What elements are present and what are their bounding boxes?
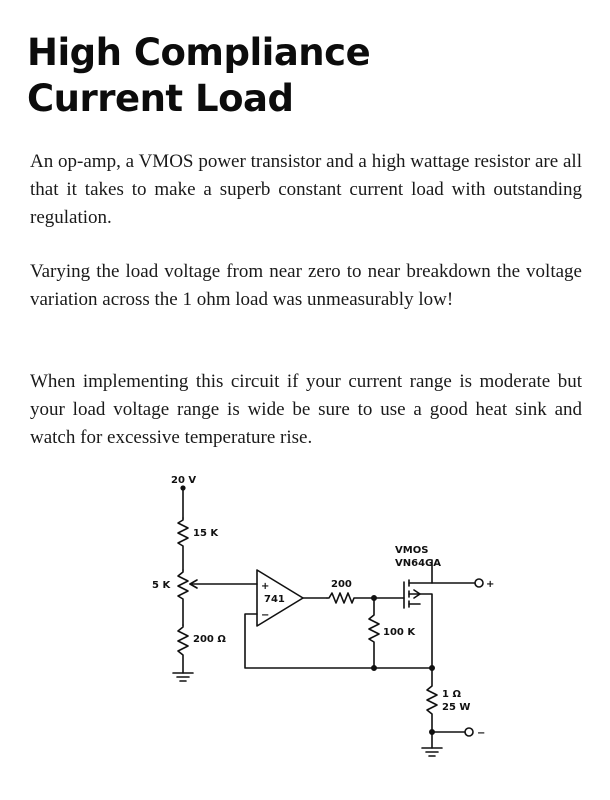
label-supply: 20 V [171,475,196,486]
label-output-plus: + [486,579,494,590]
ground-symbol-1 [172,672,194,682]
label-fet-type: VMOS [395,545,428,556]
label-r-gate: 200 [331,579,352,590]
paragraph-intro: An op-amp, a VMOS power transistor and a… [30,151,582,228]
opamp-741 [256,569,304,627]
title-line-1: High Compliance [27,31,371,74]
page-title: High Compliance Current Load [27,30,371,122]
wiper-arrow [189,579,198,589]
output-plus-terminal [474,578,484,588]
label-r-bottom: 200 Ω [193,634,226,645]
resistor-1-ohm [426,667,438,733]
feedback-wire [244,613,433,669]
supply-node [180,485,186,491]
resistor-15k [177,517,189,571]
vmos-drain-source [408,559,433,669]
paragraph-warning: When implementing this circuit if your c… [30,371,582,448]
label-pot: 5 K [152,580,171,591]
circuit-schematic: 20 V 15 K 5 K 200 Ω + − 741 200 100 K VM… [152,475,494,757]
label-r-pulldown: 100 K [383,627,416,638]
ground-symbol-2 [421,747,443,757]
label-r-top: 15 K [193,528,219,539]
output-minus-terminal [464,727,474,737]
paragraph-result: Varying the load voltage from near zero … [30,261,582,310]
label-opamp-minus: − [261,610,269,621]
resistor-100k [368,597,380,669]
potentiometer-5k [177,569,189,626]
vmos-arrow [413,589,421,599]
label-r-sense-power: 25 W [442,702,470,713]
label-opamp: 741 [264,594,285,605]
resistor-200-ohm [177,624,189,674]
label-output-minus: − [477,728,485,739]
title-line-2: Current Load [27,77,294,120]
resistor-200 [326,592,375,604]
label-opamp-plus: + [261,581,269,592]
label-fet-part: VN64GA [395,558,441,569]
label-r-sense: 1 Ω [442,689,461,700]
